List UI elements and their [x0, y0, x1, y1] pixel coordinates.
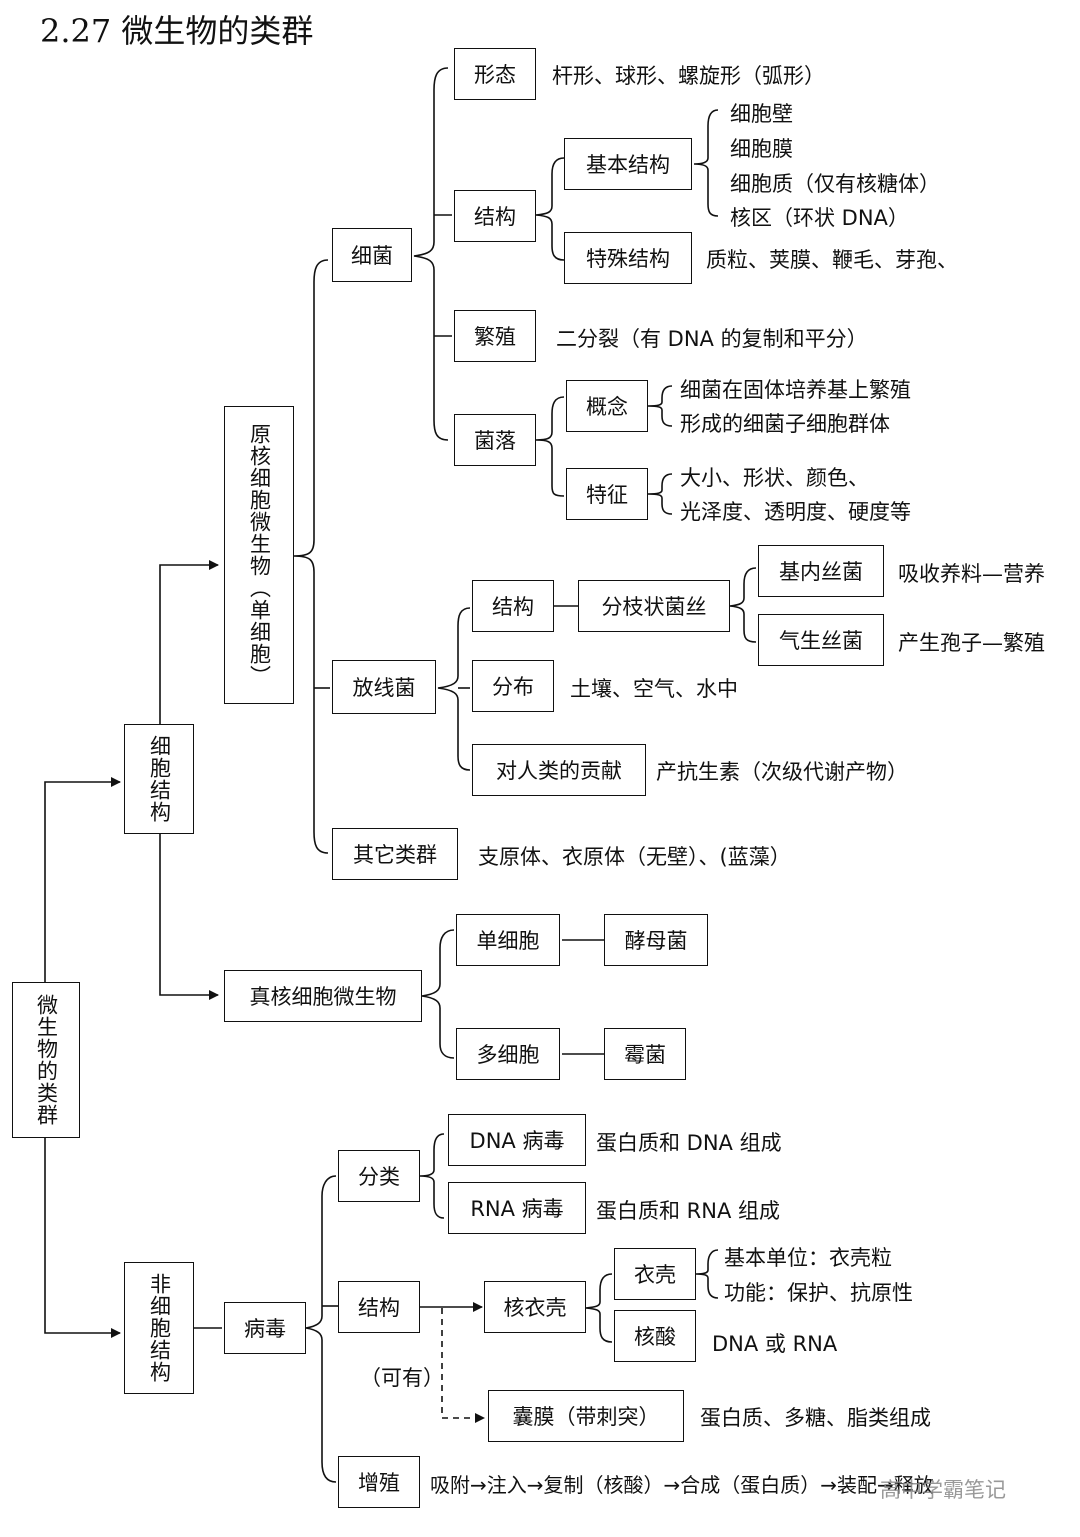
virus-repro-node: 增殖	[338, 1456, 420, 1508]
noncell-structure-node: 非细胞结构	[124, 1262, 194, 1394]
rna-virus-node: RNA 病毒	[448, 1182, 586, 1234]
yeast-node: 酵母菌	[604, 914, 708, 966]
virus-node: 病毒	[224, 1302, 306, 1354]
mold-node: 霉菌	[604, 1028, 686, 1080]
bacteria-colony-node: 菌落	[454, 414, 536, 466]
capsid-item: 基本单位：衣壳粒	[724, 1246, 892, 1270]
prokaryote-node: 原核细胞微生物（单细胞）	[224, 406, 294, 704]
colony-feature-node: 特征	[566, 468, 648, 520]
colony-concept-node: 概念	[566, 380, 648, 432]
capsid-item: 功能：保护、抗原性	[724, 1281, 913, 1305]
basic-item: 细胞膜	[730, 137, 793, 161]
actino-structure-node: 结构	[472, 580, 554, 632]
basic-item: 细胞壁	[730, 102, 793, 126]
bacteria-structure-node: 结构	[454, 190, 536, 242]
capsid-brace	[695, 1249, 719, 1299]
rna-virus-desc: 蛋白质和 RNA 组成	[596, 1199, 781, 1223]
virus-brace	[305, 1175, 337, 1483]
prokaryote-brace	[293, 259, 329, 854]
nucleocapsid-node: 核衣壳	[484, 1281, 586, 1333]
bacteria-repro-desc: 二分裂（有 DNA 的复制和平分）	[556, 327, 868, 351]
cell-structure-node: 细胞结构	[124, 724, 194, 834]
hyphae-brace	[729, 567, 757, 643]
actino-brace	[437, 607, 471, 771]
actino-branch-node: 分枝状菌丝	[578, 580, 730, 632]
actino-aerial-node: 气生丝菌	[758, 614, 884, 666]
eukaryote-node: 真核细胞微生物	[224, 970, 422, 1022]
bacteria-repro-node: 繁殖	[454, 310, 536, 362]
actino-contrib-desc: 产抗生素（次级代谢产物）	[656, 760, 908, 784]
page-title: 2.27 微生物的类群	[40, 12, 314, 50]
others-desc: 支原体、衣原体（无壁）、(蓝藻）	[478, 845, 791, 869]
bacteria-brace	[413, 67, 449, 441]
multicell-node: 多细胞	[456, 1028, 560, 1080]
classify-brace	[419, 1133, 445, 1219]
concept-brace	[647, 385, 673, 427]
eukaryote-brace	[421, 929, 455, 1059]
unicell-node: 单细胞	[456, 914, 560, 966]
root-bracket-line	[44, 777, 121, 982]
bacteria-basic-structure-node: 基本结构	[564, 138, 692, 190]
colony-brace	[535, 396, 565, 497]
nucleocapsid-brace	[585, 1273, 613, 1343]
others-node: 其它类群	[332, 828, 458, 880]
actino-contrib-node: 对人类的贡献	[472, 744, 646, 796]
basic-items-brace	[693, 109, 719, 217]
actino-substrate-desc: 吸收养料—营养	[898, 562, 1045, 586]
envelope-desc: 蛋白质、多糖、脂类组成	[700, 1406, 931, 1430]
nucleic-acid-node: 核酸	[614, 1310, 696, 1362]
envelope-node: 囊膜（带刺突）	[488, 1390, 684, 1442]
nucleic-acid-desc: DNA 或 RNA	[712, 1332, 838, 1356]
bacteria-shape-node: 形态	[454, 48, 536, 100]
concept-item: 细菌在固体培养基上繁殖	[680, 378, 911, 402]
capsid-node: 衣壳	[614, 1248, 696, 1300]
virus-structure-node: 结构	[338, 1281, 420, 1333]
root-node: 微生物的类群	[12, 982, 80, 1138]
root-bracket-line	[44, 1138, 121, 1338]
basic-item: 细胞质（仅有核糖体）	[730, 172, 940, 196]
bacteria-shape-desc: 杆形、球形、螺旋形（弧形）	[552, 64, 825, 88]
dna-virus-desc: 蛋白质和 DNA 组成	[596, 1131, 782, 1155]
actino-node: 放线菌	[332, 660, 436, 714]
cell-line	[159, 834, 219, 1000]
actino-dist-desc: 土壤、空气、水中	[570, 677, 738, 701]
actino-aerial-desc: 产生孢子—繁殖	[898, 631, 1045, 655]
virus-repro-desc: 吸附→注入→复制（核酸）→合成（蛋白质）→装配→释放	[430, 1473, 934, 1497]
actino-substrate-node: 基内丝菌	[758, 545, 884, 597]
actino-dist-node: 分布	[472, 660, 554, 712]
basic-item: 核区（环状 DNA）	[730, 206, 909, 230]
optional-dashed-line	[441, 1308, 485, 1423]
feature-item: 大小、形状、颜色、	[680, 466, 869, 490]
optional-label: （可有）	[360, 1366, 444, 1390]
bacteria-special-desc: 质粒、荚膜、鞭毛、芽孢、	[706, 248, 958, 272]
dna-virus-node: DNA 病毒	[448, 1114, 586, 1166]
bacteria-special-structure-node: 特殊结构	[564, 232, 692, 284]
bacteria-node: 细菌	[332, 228, 412, 282]
structure-brace	[535, 157, 565, 261]
cell-line	[159, 560, 219, 724]
feature-item: 光泽度、透明度、硬度等	[680, 500, 911, 524]
feature-brace	[647, 473, 673, 515]
concept-item: 形成的细菌子细胞群体	[680, 412, 890, 436]
virus-classify-node: 分类	[338, 1150, 420, 1202]
watermark: 高中学霸笔记	[880, 1478, 1006, 1502]
